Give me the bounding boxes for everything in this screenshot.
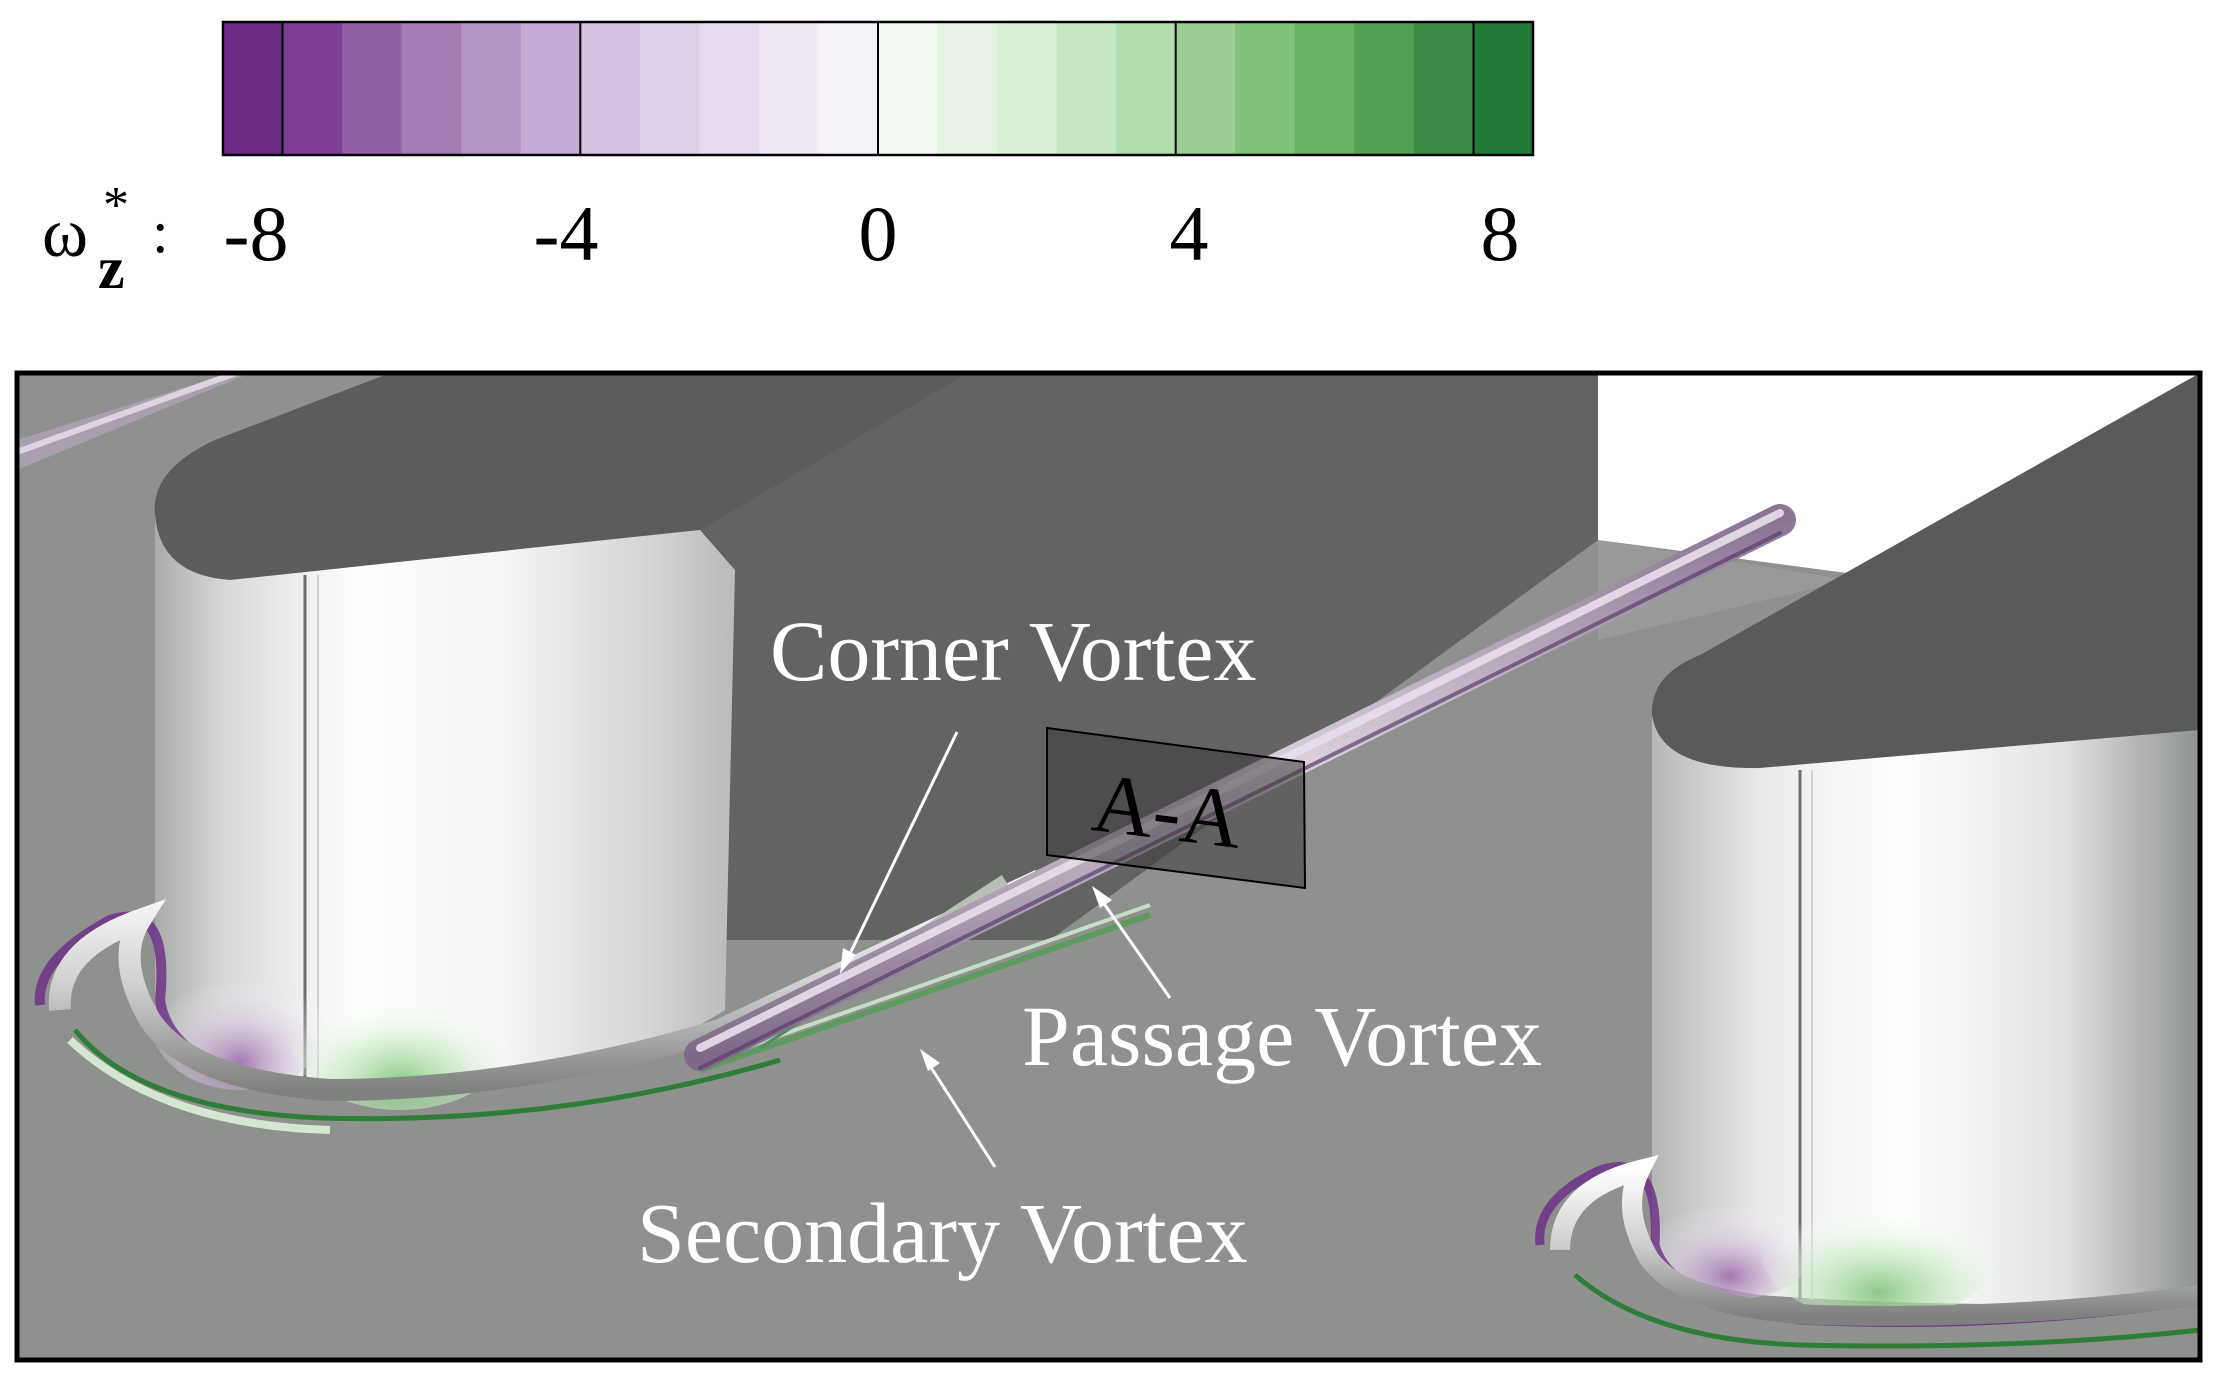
secondary-vortex-tube xyxy=(699,912,1151,1073)
variable-symbol: ω xyxy=(42,195,88,272)
colorbar xyxy=(221,20,1535,157)
colorbar-segment xyxy=(878,22,939,155)
colorbar-tick-label: -4 xyxy=(534,190,599,277)
colorbar-segment xyxy=(997,22,1058,155)
fin-body-left xyxy=(155,515,735,1090)
label-passage-vortex: Passage Vortex xyxy=(1022,988,1542,1084)
variable-superscript: * xyxy=(103,177,129,234)
colorbar-tick-label: 0 xyxy=(859,190,898,277)
label-corner-vortex: Corner Vortex xyxy=(770,603,1256,699)
fin-top-left xyxy=(154,373,969,580)
fin-body-right xyxy=(1652,715,2200,1304)
colorbar-segment xyxy=(1056,22,1117,155)
colorbar-segment xyxy=(461,22,522,155)
colorbar-segment xyxy=(1413,22,1475,155)
label-section-aa: A-A xyxy=(1088,756,1248,867)
callout-arrows xyxy=(840,731,1172,1168)
arrow-secondary-vortex xyxy=(923,1057,997,1168)
figure-frame xyxy=(14,370,2203,1363)
colorbar-segment xyxy=(401,22,462,155)
fin-top-right xyxy=(1651,373,2200,769)
colorbar-segment xyxy=(639,22,700,155)
colorbar-segment xyxy=(1294,22,1355,155)
colorbar-segment xyxy=(818,22,879,155)
colorbar-segment xyxy=(699,22,760,155)
colorbar-variable-label: ω * z : xyxy=(42,177,169,301)
colorbar-segment xyxy=(342,22,403,155)
colorbar-tick-label: -8 xyxy=(224,190,289,277)
section-plane-aa xyxy=(1046,726,1307,890)
arrow-passage-vortex xyxy=(1096,894,1172,999)
colorbar-segment xyxy=(758,22,820,155)
colorbar-ticks: -8 -4 0 4 8 xyxy=(224,190,1520,277)
horseshoe-vortex-right xyxy=(1550,1155,2200,1326)
flow-visualization: Corner Vortex Passage Vortex Secondary V… xyxy=(17,373,2200,1360)
colorbar-tick-label: 8 xyxy=(1481,190,1520,277)
previous-vortex-tube xyxy=(17,373,250,470)
colorbar-tick-label: 4 xyxy=(1170,190,1209,277)
label-secondary-vortex: Secondary Vortex xyxy=(637,1185,1248,1281)
variable-subscript: z xyxy=(98,235,125,301)
colorbar-segment xyxy=(937,22,998,155)
colorbar-segment xyxy=(1116,22,1177,155)
colorbar-segment xyxy=(580,22,641,155)
colorbar-segment xyxy=(1473,22,1534,155)
colorbar-segment xyxy=(1235,22,1296,155)
colorbar-segment xyxy=(520,22,581,155)
colorbar-segment xyxy=(1354,22,1415,155)
colorbar-segment xyxy=(282,22,343,155)
variable-separator: : xyxy=(152,199,169,265)
colorbar-border xyxy=(221,20,1535,157)
horseshoe-vortex-left xyxy=(48,870,1045,1102)
colorbar-segment xyxy=(1175,22,1236,155)
colorbar-segment xyxy=(223,22,284,155)
arrow-corner-vortex xyxy=(843,731,959,965)
